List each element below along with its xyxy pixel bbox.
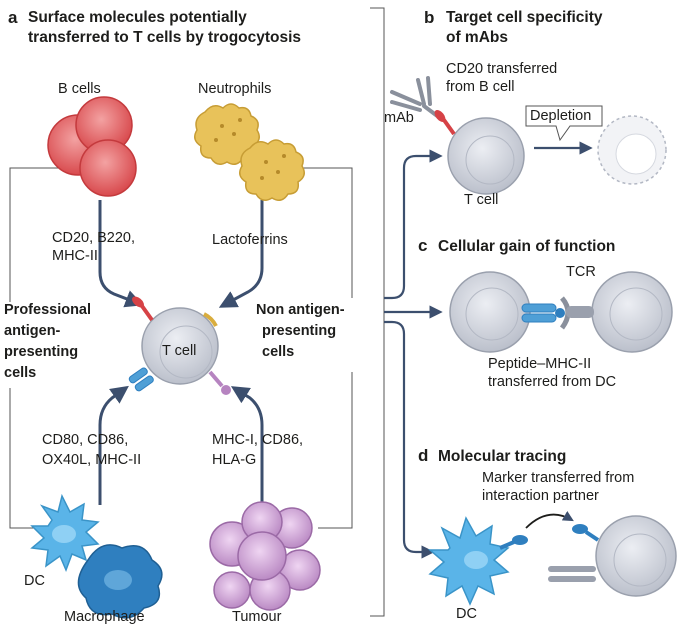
- arrow-tumour-to-tcell: [230, 386, 264, 505]
- dc-label: DC: [24, 573, 45, 589]
- peptide-label-line2: transferred from DC: [488, 374, 617, 390]
- cd20-transferred-line1: CD20 transferred: [446, 61, 558, 77]
- panel-d-letter: d: [418, 446, 429, 465]
- peptide-label-line1: Peptide–MHC-II: [488, 356, 592, 372]
- panel-a-title-line2: transferred to T cells by trogocytosis: [28, 29, 302, 46]
- arrow-bcell-to-tcell: [98, 200, 144, 308]
- panel-b-letter: b: [424, 8, 435, 27]
- professional-apc-line4: cells: [4, 365, 37, 381]
- cd20-receptor-icon: [132, 296, 154, 322]
- bracket-arrows: [384, 149, 443, 559]
- non-apc-line1: Non antigen-: [256, 302, 345, 318]
- panel-d-illustration: [427, 510, 677, 606]
- b-markers-line1: CD20, B220,: [52, 230, 136, 246]
- tumour-markers-line2: HLA-G: [212, 452, 257, 468]
- b-t-cell-label: T cell: [464, 192, 499, 208]
- tumour-illustration: [209, 501, 321, 611]
- panel-c-letter: c: [418, 236, 428, 255]
- lactoferrin-receptor-icon: [203, 312, 218, 327]
- tcr-label: TCR: [566, 264, 596, 280]
- marker-label-line2: interaction partner: [482, 488, 599, 504]
- cd20-transferred-line2: from B cell: [446, 79, 515, 95]
- marker-icon-dc: [499, 535, 528, 550]
- arrow-dc-to-tcell: [98, 385, 129, 505]
- tcr-icon: [555, 296, 594, 330]
- neutrophils-label: Neutrophils: [198, 81, 272, 97]
- dc-macrophage-illustration: [30, 493, 163, 619]
- macrophage-label: Macrophage: [64, 609, 145, 625]
- panel-d-title: Molecular tracing: [438, 448, 567, 465]
- professional-apc-line2: antigen-: [4, 323, 61, 339]
- marker-label-line1: Marker transferred from: [482, 470, 635, 486]
- panel-bracket: [370, 7, 385, 617]
- d-dc-label: DC: [456, 606, 477, 622]
- panel-c-illustration: [449, 271, 673, 353]
- dc-markers-line1: CD80, CD86,: [42, 432, 129, 448]
- depletion-label: Depletion: [530, 108, 592, 124]
- panel-b-title-line1: Target cell specificity: [446, 9, 603, 26]
- lactoferrins-label: Lactoferrins: [212, 232, 288, 248]
- panel-b-title-line2: of mAbs: [446, 29, 508, 46]
- non-apc-line2: presenting: [262, 323, 337, 339]
- arrow-neutrophil-to-tcell: [218, 200, 264, 308]
- panel-a-letter: a: [8, 8, 18, 27]
- tumour-markers-line1: MHC-I, CD86,: [212, 432, 304, 448]
- panel-a-arrows: [98, 200, 264, 505]
- peptide-mhc-ii-icon: [521, 303, 557, 323]
- cd20-icon: [434, 110, 456, 136]
- b-cells-label: B cells: [58, 81, 101, 97]
- panel-b-illustration: [390, 76, 667, 195]
- dc-markers-line2: OX40L, MHC-II: [42, 452, 142, 468]
- mhc-i-receptor-icon: [208, 370, 231, 395]
- non-apc-line3: cells: [262, 344, 295, 360]
- panel-c-title: Cellular gain of function: [438, 238, 616, 255]
- b-markers-line2: MHC-II: [52, 248, 98, 264]
- tumour-label: Tumour: [232, 609, 282, 625]
- t-cell-label: T cell: [162, 343, 197, 359]
- partner-receptor-icon: [548, 566, 596, 582]
- mab-label: mAb: [384, 110, 414, 126]
- b-t-cell: [447, 117, 525, 195]
- panel-a-title-line1: Surface molecules potentially: [28, 9, 247, 26]
- callout-box: [525, 105, 603, 142]
- marker-icon-partner: [572, 524, 600, 542]
- professional-apc-line1: Professional: [4, 302, 92, 318]
- b-cells-illustration: [47, 96, 137, 197]
- professional-apc-line3: presenting: [4, 344, 79, 360]
- mhc-ii-receptor-icon: [128, 367, 154, 392]
- neutrophils-illustration: [194, 103, 305, 201]
- t-cell-illustration: [128, 296, 231, 395]
